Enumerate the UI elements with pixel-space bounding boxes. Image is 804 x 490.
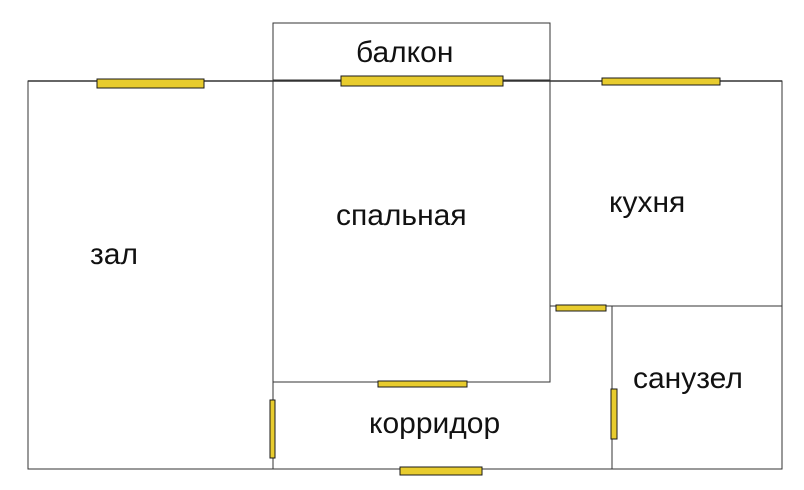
corridor-label: корридор [369,407,500,440]
balcony-label: балкон [356,36,453,69]
kitchen-door [555,304,607,312]
hall-window [96,78,205,89]
kitchen-label: кухня [609,186,685,219]
hall-label: зал [90,238,138,271]
entrance-door [399,466,483,476]
balcony-door [340,75,504,87]
hall-outline [27,80,274,470]
bathroom-label: санузел [633,362,743,395]
bedroom-door [377,380,468,388]
kitchen-window [601,77,721,86]
hall-door [269,399,276,459]
bathroom-door [610,388,618,440]
bedroom-label: спальная [336,199,467,232]
